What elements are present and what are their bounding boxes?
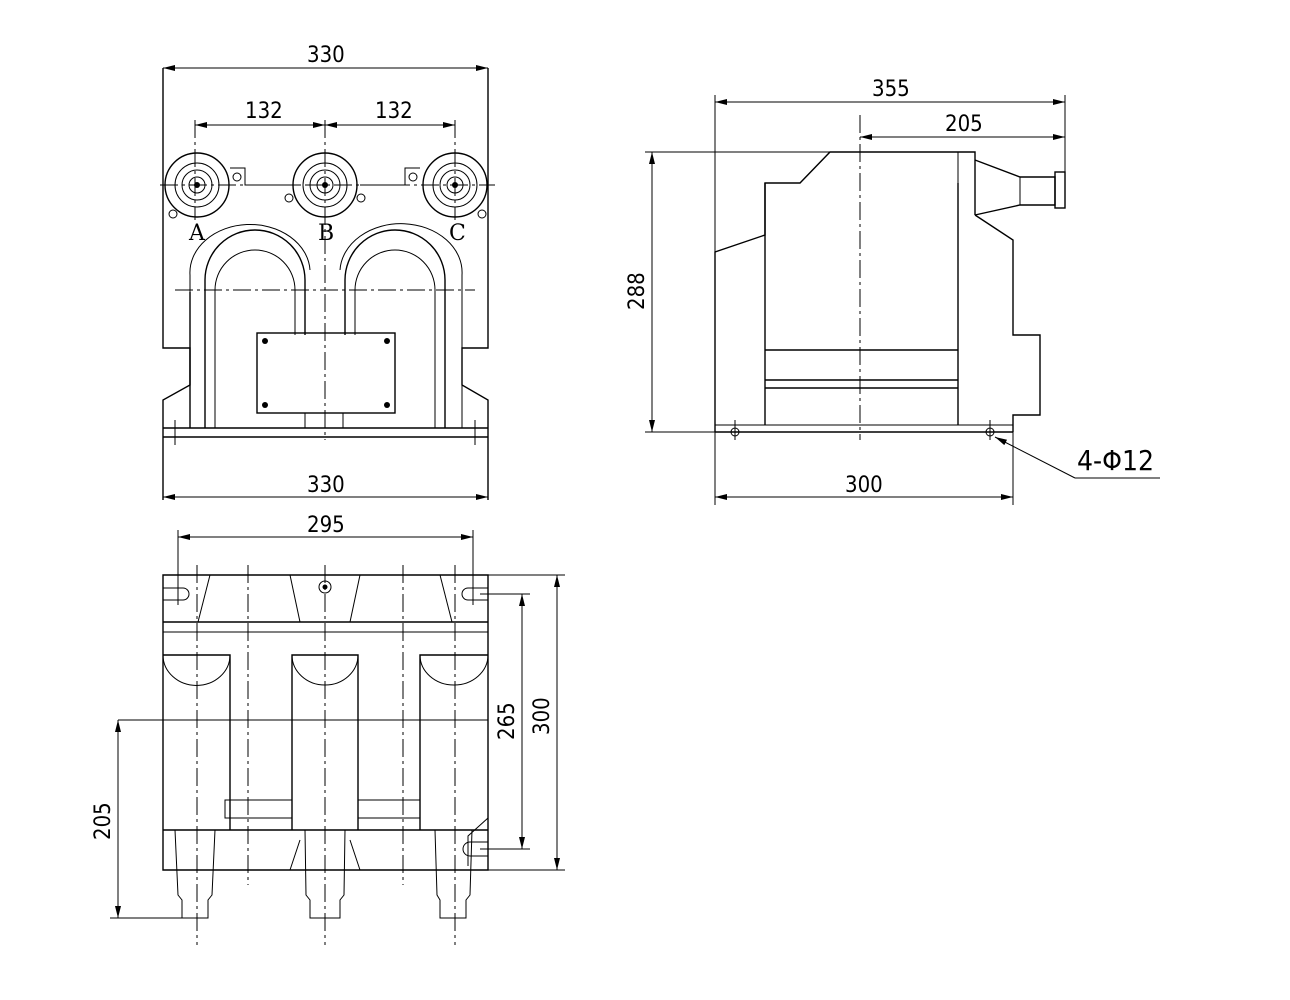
top-view: 295 300 265 205 [91,513,565,945]
phase-label-b: B [318,221,334,246]
phase-label-a: A [188,221,206,246]
dim-phase-spacing-left: 132 [245,99,283,124]
dim-side-height: 288 [625,272,650,310]
dim-side-base-length: 300 [845,473,883,498]
phase-label-c: C [449,221,466,246]
dim-front-width-bottom: 330 [307,473,345,498]
dim-top-overall-depth: 300 [530,697,555,735]
dim-top-mounting-span: 295 [307,513,345,538]
dim-top-terminal-depth: 205 [91,802,116,840]
front-view: A B C 330 132 132 330 [160,43,495,500]
dim-front-width-top: 330 [307,43,345,68]
dim-side-overall-length: 355 [872,77,910,102]
side-view: 355 205 288 300 4-Φ12 [625,77,1160,505]
dim-phase-spacing-right: 132 [375,99,413,124]
bushing-c [422,152,488,218]
dim-top-hole-spacing: 265 [495,702,520,740]
bushing-b [292,152,358,218]
dim-side-terminal-offset: 205 [945,112,983,137]
bushing-a [164,152,230,218]
mounting-holes-callout: 4-Φ12 [1077,444,1154,477]
